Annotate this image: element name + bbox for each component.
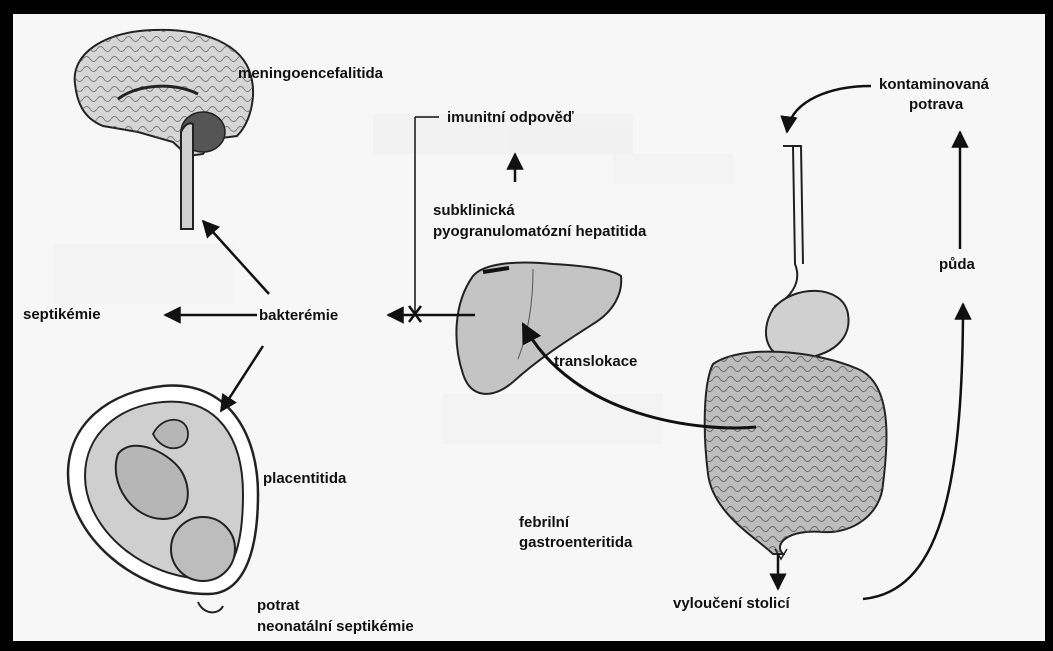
label-septicemia: septikémie (23, 305, 101, 324)
label-translocation: translokace (554, 352, 637, 371)
label-fecal-excretion: vyloučení stolicí (673, 594, 790, 613)
intestine-illustration (705, 146, 887, 559)
label-subclinical-line1: subklinická (433, 201, 515, 220)
uterus-fetus-illustration (68, 386, 258, 613)
label-subclinical-line2: pyogranulomatózní hepatitida (433, 222, 646, 241)
label-bacteremia: bakterémie (259, 306, 338, 325)
brain-illustration (75, 30, 253, 229)
liver-illustration (456, 263, 621, 394)
label-febrile-line2: gastroenteritida (519, 533, 632, 552)
label-soil: půda (939, 255, 975, 274)
label-contaminated-food-line1: kontaminovaná (879, 75, 989, 94)
label-placentitis: placentitida (263, 469, 346, 488)
label-immune-response: imunitní odpověď (447, 108, 574, 127)
label-contaminated-food-line2: potrava (909, 95, 963, 114)
label-abortion-line1: potrat (257, 596, 300, 615)
label-febrile-line1: febrilní (519, 513, 569, 532)
diagram-canvas: meningoencefalitida imunitní odpověď kon… (13, 14, 1045, 641)
label-abortion-line2: neonatální septikémie (257, 617, 414, 636)
label-meningoencephalitis: meningoencefalitida (238, 64, 383, 83)
